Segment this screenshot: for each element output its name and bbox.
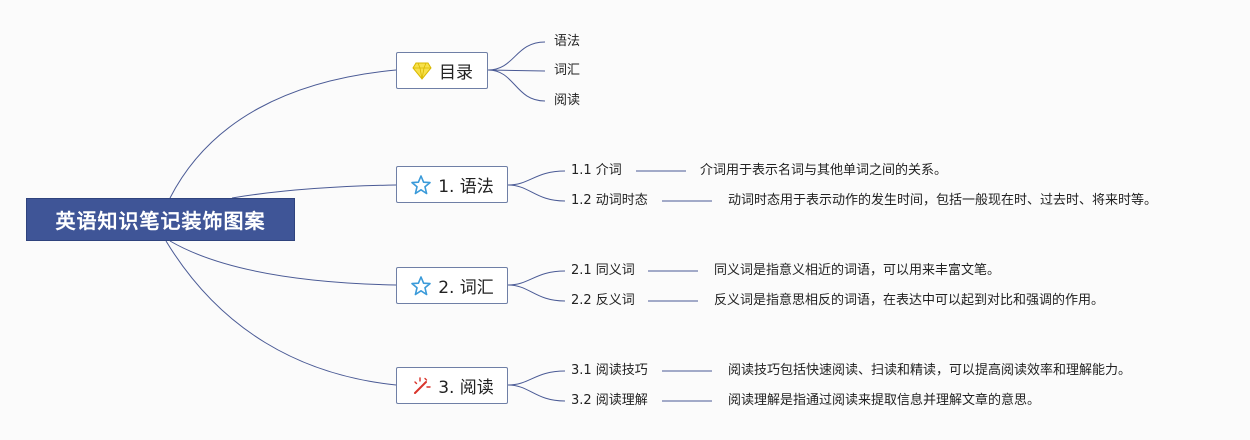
desc-1-1: 介词用于表示名词与其他单词之间的关系。: [700, 163, 948, 178]
branch-reading[interactable]: 3. 阅读: [396, 367, 508, 404]
connector-grammar-2: [507, 184, 566, 202]
connector-root-reading: [165, 240, 397, 386]
desc-3-2: 阅读理解是指通过阅读来提取信息并理解文章的意思。: [728, 393, 1041, 408]
leaf-1-2[interactable]: 1.2 动词时态: [571, 193, 648, 208]
desc-3-1: 阅读技巧包括快速阅读、扫读和精读，可以提高阅读效率和理解能力。: [728, 363, 1132, 378]
gem-icon: [411, 60, 433, 82]
connector-toc-2: [487, 69, 546, 72]
connector-vocab-1: [507, 270, 566, 286]
branch-grammar-label: 1. 语法: [438, 177, 494, 197]
connector-toc-3: [487, 69, 546, 102]
branch-reading-label: 3. 阅读: [438, 378, 494, 398]
connector-vocab-2: [507, 284, 566, 302]
connector-reading-2: [507, 384, 566, 402]
magic-wand-icon: [410, 375, 432, 397]
branch-grammar[interactable]: 1. 语法: [396, 166, 508, 203]
desc-1-2: 动词时态用于表示动作的发生时间，包括一般现在时、过去时、将来时等。: [728, 193, 1158, 208]
star-icon: [410, 275, 432, 297]
leaf-2-1[interactable]: 2.1 同义词: [571, 263, 635, 278]
branch-vocab-label: 2. 词汇: [438, 278, 494, 298]
branch-toc[interactable]: 目录: [396, 52, 488, 89]
toc-item-reading[interactable]: 阅读: [554, 93, 581, 108]
connector-grammar-1: [507, 170, 566, 186]
connector-toc-1: [487, 41, 546, 71]
leaf-1-1[interactable]: 1.1 介词: [571, 163, 622, 178]
toc-item-grammar[interactable]: 语法: [554, 34, 581, 49]
desc-2-1: 同义词是指意义相近的词语，可以用来丰富文笔。: [714, 263, 1001, 278]
star-icon: [410, 174, 432, 196]
desc-2-2: 反义词是指意思相反的词语，在表达中可以起到对比和强调的作用。: [714, 293, 1105, 308]
toc-item-vocab[interactable]: 词汇: [554, 63, 581, 78]
root-topic[interactable]: 英语知识笔记装饰图案: [26, 198, 295, 241]
leaf-3-1[interactable]: 3.1 阅读技巧: [571, 363, 648, 378]
branch-toc-label: 目录: [439, 63, 473, 83]
connector-root-vocab: [169, 240, 397, 286]
leaf-3-2[interactable]: 3.2 阅读理解: [571, 393, 648, 408]
root-topic-label: 英语知识笔记装饰图案: [55, 209, 266, 233]
branch-vocab[interactable]: 2. 词汇: [396, 267, 508, 304]
connector-root-toc: [169, 69, 397, 199]
connector-reading-1: [507, 370, 566, 386]
leaf-2-2[interactable]: 2.2 反义词: [571, 293, 635, 308]
connector-root-grammar: [231, 184, 397, 199]
